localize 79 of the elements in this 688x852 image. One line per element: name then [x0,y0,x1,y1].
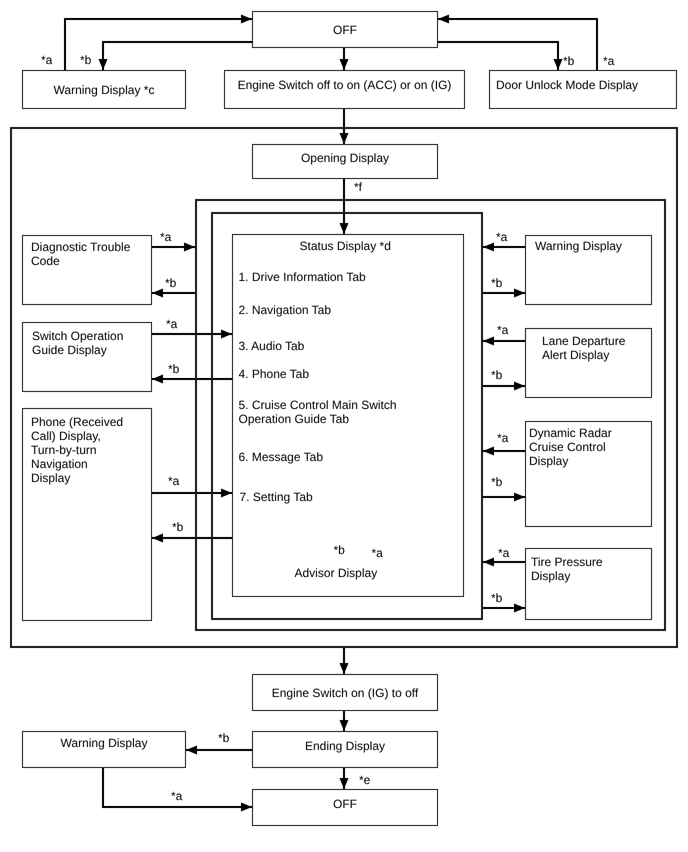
state-box: Tire Pressure Display [525,548,652,620]
edge-label: *b [168,362,180,376]
list-item: 3. Audio Tab [238,338,304,352]
edge-label: *a [166,317,178,331]
state-box [232,234,464,597]
edge-label: *a [168,474,180,488]
arrow [340,109,348,144]
arrow [340,648,348,674]
arrow [152,288,195,298]
edge-label: *b [80,53,92,67]
arrow [483,336,525,346]
arrow [152,488,232,498]
state-box: Lane Departure Alert Display [525,328,652,398]
edge-label: *b [172,520,184,534]
arrow [340,768,348,789]
edge-label: *b [218,731,230,745]
state-box: Opening Display [252,144,438,179]
edge-label: *a [41,53,52,67]
arrow [152,534,232,542]
list-item: 2. Navigation Tab [238,302,332,316]
arrow [186,746,252,754]
edge-label: *a [497,323,508,337]
list-item: 7. Setting Tab [240,490,313,504]
edge-label: *a [171,789,182,803]
arrow [483,492,525,502]
arrow [438,14,598,70]
edge-label: *b [491,368,502,382]
state-box: Warning Display [22,731,186,768]
arrow [152,330,232,338]
arrow [152,374,232,384]
group-frame [10,127,678,648]
edge-label: *a [498,546,510,560]
note-mark: *a [372,546,383,560]
edge-label: *b [491,591,502,605]
arrow [152,242,195,252]
state-box: Diagnostic Trouble Code [22,235,152,305]
box-label: Advisor Display [294,566,378,580]
state-box: OFF [252,789,438,826]
list-item: 5. Cruise Control Main Switch Operation Guide Tab [238,398,398,426]
arrow [340,711,348,731]
arrow [483,242,525,252]
edge-label: *a [497,431,508,445]
state-box: Ending Display [252,731,438,768]
arrow [340,179,348,234]
list-item: 6. Message Tab [238,450,323,464]
box-heading: Status Display *d [300,238,391,252]
arrow [483,446,525,456]
state-box: Engine Switch off to on (ACC) or on (IG) [224,70,465,109]
edge-label: *f [354,180,362,194]
edge-label: *a [496,230,508,244]
group-frame [211,212,483,620]
group-frame [195,199,666,631]
note-mark: *b [334,542,345,556]
state-box: Engine Switch on (IG) to off [252,674,438,711]
edge-label: *b [563,54,574,68]
edge-label: *a [160,230,172,244]
arrow [438,41,562,70]
arrow [64,14,252,70]
state-box: Door Unlock Mode Display [489,70,677,109]
state-box: Dynamic Radar Cruise Control Display [525,421,652,527]
list-item: 4. Phone Tab [238,366,310,380]
edge-label: *b [165,276,176,290]
list-item: 1. Drive Information Tab [238,270,366,284]
edge-label: *b [491,475,502,489]
edge-label: *a [603,54,614,68]
arrow [483,288,525,298]
state-box: Warning Display [525,235,652,305]
arrow [483,604,525,612]
arrow [483,558,525,566]
state-box: OFF [252,11,438,48]
state-box: Switch Operation Guide Display [22,322,152,392]
edge-label: *b [491,276,502,290]
arrow [483,382,525,390]
arrow [102,768,252,812]
state-box: Warning Display *c [22,70,186,109]
edge-label: *e [359,773,370,787]
arrow [340,48,348,70]
state-box: Phone (Received Call) Display, Turn-by-turn Navigation Display [22,408,152,621]
arrow [98,41,252,70]
